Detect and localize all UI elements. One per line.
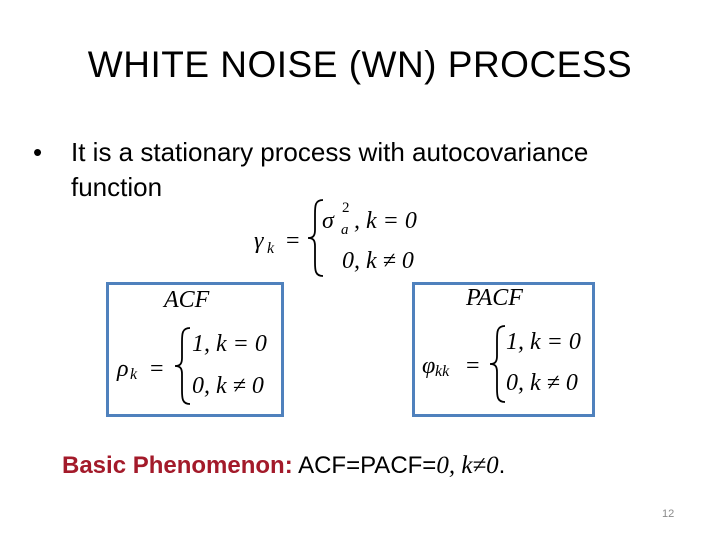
pacf-brace-icon (489, 325, 506, 403)
left-brace-icon (307, 199, 324, 277)
acf-equals: = (150, 356, 164, 382)
slide-title: WHITE NOISE (WN) PROCESS (87, 44, 633, 85)
basic-phenomenon-math: 0, k≠0 (436, 452, 499, 479)
acf-case1: 1, k = 0 (192, 331, 267, 357)
autocov-case2: 0, k ≠ 0 (342, 248, 414, 274)
rho-symbol: ρ (117, 356, 129, 382)
acf-case2: 0, k ≠ 0 (192, 373, 264, 399)
page-number: 12 (662, 508, 675, 520)
gamma-symbol: γ (254, 228, 264, 254)
rho-subscript: k (130, 366, 138, 383)
pacf-box (412, 282, 595, 417)
basic-phenomenon-end: . (498, 452, 506, 479)
basic-phenomenon-line: Basic Phenomenon: ACF=PACF=0, k≠0. (62, 452, 505, 480)
sigma-symbol: σ (322, 208, 334, 234)
sigma-superscript: 2 (342, 200, 350, 216)
sigma-subscript: a (341, 222, 349, 238)
pacf-case2: 0, k ≠ 0 (506, 370, 578, 396)
bullet-dot: • (33, 137, 43, 167)
autocov-case1-condition: , k = 0 (354, 208, 417, 234)
pacf-equals: = (466, 353, 480, 379)
phi-symbol: φ (422, 353, 436, 379)
pacf-case1: 1, k = 0 (506, 329, 581, 355)
acf-box (106, 282, 284, 417)
pacf-label: PACF (466, 285, 523, 311)
gamma-subscript: k (267, 240, 275, 257)
gamma-equals: = (286, 228, 300, 254)
acf-label: ACF (164, 287, 210, 313)
acf-brace-icon (174, 327, 191, 405)
bullet-text: It is a stationary process with autocova… (71, 137, 589, 202)
basic-phenomenon-text: ACF=PACF= (292, 452, 437, 479)
phi-subscript: kk (435, 363, 450, 380)
basic-phenomenon-label: Basic Phenomenon: (62, 452, 293, 479)
